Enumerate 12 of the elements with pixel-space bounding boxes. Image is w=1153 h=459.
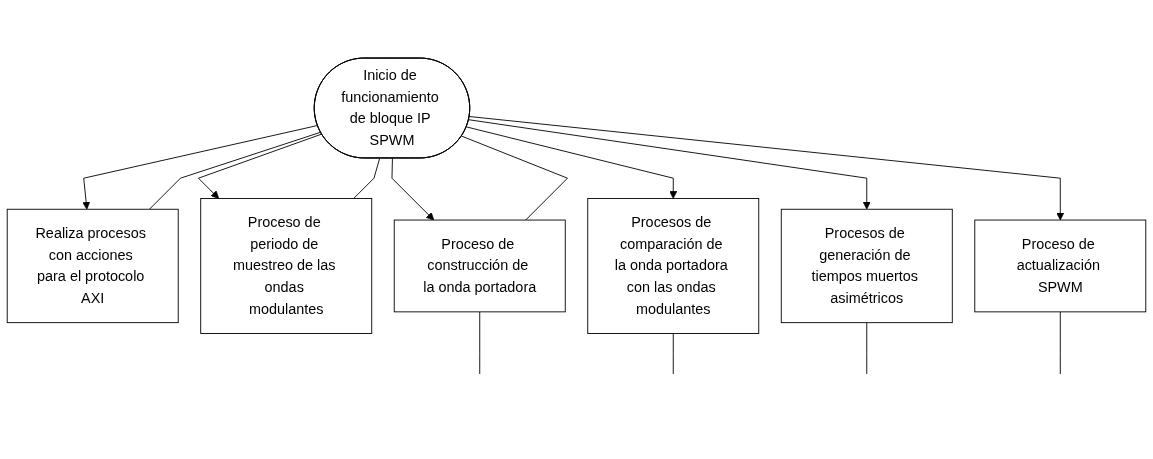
node-box: Proceso de construcción de la onda portadora [393,219,566,313]
node-box: Procesos de comparación de la onda portadora con las ondas modulantes [587,198,760,334]
node-box: Realiza procesos con acciones para el protocolo AXI [6,208,179,324]
node-box: Proceso de actualización SPWM [974,219,1147,313]
connector [479,311,481,375]
connector [461,135,568,221]
connector [866,322,868,375]
node-box: Procesos de generación de tiempos muertos asimétricos [780,208,953,324]
connector [1059,311,1061,375]
node-box: Proceso de periodo de muestreo de las ondas modulantes [200,198,373,334]
connector [672,333,674,375]
connector [353,157,381,199]
